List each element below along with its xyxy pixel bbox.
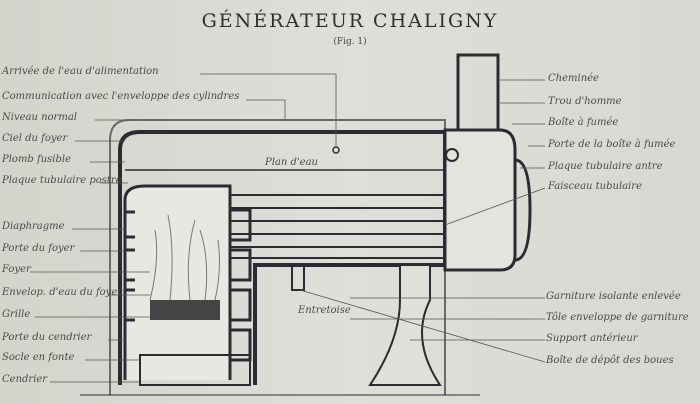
- label-fusible-plug: Plomb fusible: [2, 154, 71, 165]
- label-stay: Entretoise: [298, 305, 351, 316]
- label-cylinder-communication: Communication avec l'enveloppe des cylin…: [2, 91, 240, 102]
- label-chimney: Cheminée: [548, 73, 599, 84]
- leader-lines: [30, 73, 546, 383]
- label-diaphragm: Diaphragme: [2, 221, 65, 232]
- front-support: [368, 264, 442, 386]
- label-firebox-crown: Ciel du foyer: [2, 133, 68, 144]
- label-firebox: Foyer: [2, 264, 31, 275]
- mud-box: [291, 264, 305, 291]
- label-smoke-box-door: Porte de la boîte à fumée: [548, 139, 676, 150]
- manhole: [445, 148, 459, 162]
- label-firebox-door: Porte du foyer: [2, 243, 75, 254]
- label-feed-water-inlet: Arrivée de l'eau d'alimentation: [2, 66, 159, 77]
- label-water-level: Plan d'eau: [265, 157, 318, 168]
- firebox-wall-right: [230, 208, 252, 362]
- label-ashpit: Cendrier: [2, 374, 48, 385]
- figure-number: (Fig. 1): [333, 37, 367, 47]
- label-firebox-water-jacket: Envelop. d'eau du foyer: [2, 287, 123, 298]
- label-insulation-casing: Tôle enveloppe de garniture: [546, 312, 689, 323]
- tube-bundle: [230, 194, 445, 259]
- label-mud-box: Boîte de dépôt des boues: [546, 355, 674, 366]
- flames: [149, 214, 220, 301]
- label-cast-iron-base: Socle en fonte: [2, 352, 75, 363]
- firebox: [123, 184, 232, 380]
- firebox-wall: [123, 210, 135, 322]
- grate: [150, 300, 220, 320]
- label-rear-tube-plate: Plaque tubulaire postre: [2, 175, 122, 186]
- label-smoke-box: Boîte à fumée: [548, 117, 619, 128]
- label-insulation: Garniture isolante enlevée: [546, 291, 681, 302]
- label-front-support: Support antérieur: [546, 333, 638, 344]
- diagram-title: GÉNÉRATEUR CHALIGNY: [201, 10, 499, 32]
- smoke-box-door: [514, 158, 532, 262]
- label-tube-bundle: Faisceau tubulaire: [548, 181, 643, 192]
- label-ashpit-door: Porte du cendrier: [2, 332, 92, 343]
- label-manhole: Trou d'homme: [548, 96, 622, 107]
- label-grate: Grille: [2, 309, 31, 320]
- smoke-box: [443, 128, 517, 272]
- label-normal-level: Niveau normal: [2, 112, 77, 123]
- chimney: [456, 53, 500, 132]
- base: [139, 354, 251, 386]
- label-front-tube-plate: Plaque tubulaire antre: [548, 161, 663, 172]
